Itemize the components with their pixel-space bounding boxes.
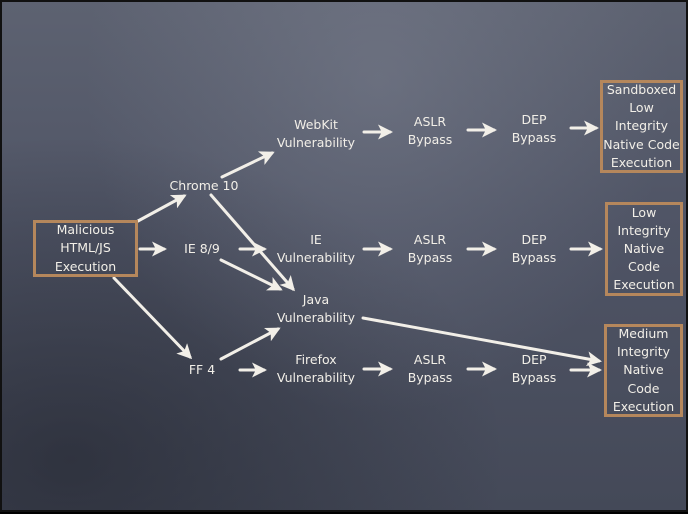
arrow-ff-to-java <box>219 327 281 361</box>
node-ie: IE 8/9 <box>184 241 220 256</box>
dep-2-line-1: DEP <box>521 232 547 247</box>
aslr-2-line-2: Bypass <box>407 250 453 265</box>
node-aslr-bypass-3: ASLR Bypass <box>408 351 453 387</box>
medium-line-4: Code <box>627 380 660 396</box>
low-line-4: Code <box>627 259 660 275</box>
java-vuln-line-1: Java <box>302 292 330 307</box>
node-ff: FF 4 <box>188 362 216 377</box>
outcome-medium-integrity: Medium Integrity Native Code Execution <box>604 324 683 417</box>
dep-1-line-2: Bypass <box>511 130 557 145</box>
low-line-3: Native <box>623 240 665 256</box>
java-vuln-line-2: Vulnerability <box>276 310 356 325</box>
aslr-2-line-1: ASLR <box>413 232 447 247</box>
webkit-vuln-line-2: Vulnerability <box>276 135 356 150</box>
low-line-2: Integrity <box>617 222 671 238</box>
sandboxed-line-3: Integrity <box>614 118 669 134</box>
sandboxed-line-5: Execution <box>610 154 673 170</box>
ie-vuln-line-1: IE <box>310 232 322 247</box>
low-line-5: Execution <box>613 277 675 293</box>
webkit-vuln-line-1: WebKit <box>294 117 338 132</box>
node-java-vuln: Java Vulnerability <box>277 291 355 327</box>
node-ie-vuln: IE Vulnerability <box>277 231 355 267</box>
sandboxed-line-2: Low <box>629 100 654 116</box>
medium-line-3: Native <box>623 362 664 378</box>
dep-2-line-2: Bypass <box>511 250 557 265</box>
arrow-ie-to-java <box>219 258 283 291</box>
medium-line-2: Integrity <box>616 344 671 360</box>
aslr-1-line-1: ASLR <box>413 114 447 129</box>
outcome-low-integrity: Low Integrity Native Code Execution <box>605 202 683 296</box>
sandboxed-line-4: Native Code <box>603 136 680 152</box>
firefox-vuln-line-1: Firefox <box>295 352 337 367</box>
node-dep-bypass-1: DEP Bypass <box>512 111 557 147</box>
medium-line-1: Medium <box>618 326 669 341</box>
medium-line-5: Execution <box>612 398 675 414</box>
node-dep-bypass-3: DEP Bypass <box>512 351 557 387</box>
dep-3-line-1: DEP <box>521 352 547 367</box>
node-aslr-bypass-2: ASLR Bypass <box>408 231 453 267</box>
node-webkit-vuln: WebKit Vulnerability <box>277 116 355 152</box>
arrow-java-to-medium <box>361 316 602 367</box>
node-aslr-bypass-1: ASLR Bypass <box>408 113 453 149</box>
aslr-3-line-2: Bypass <box>407 370 453 385</box>
start-line-1: Malicious <box>56 222 115 238</box>
node-firefox-vuln: Firefox Vulnerability <box>277 351 355 387</box>
start-line-3: Execution <box>54 258 117 274</box>
outcome-sandboxed-low-integrity: Sandboxed Low Integrity Native Code Exec… <box>600 80 683 173</box>
firefox-vuln-line-2: Vulnerability <box>276 370 356 385</box>
ie-vuln-line-2: Vulnerability <box>276 250 356 265</box>
dep-1-line-1: DEP <box>521 112 547 127</box>
aslr-1-line-2: Bypass <box>407 132 453 147</box>
start-line-2: HTML/JS <box>60 240 111 256</box>
dep-3-line-2: Bypass <box>511 370 557 385</box>
node-chrome: Chrome 10 <box>169 178 239 193</box>
low-line-1: Low <box>631 204 657 220</box>
arrow-chrome-to-webkit <box>220 151 275 179</box>
arrow-start-to-chrome <box>136 194 187 223</box>
start-box-malicious-html-js: Malicious HTML/JS Execution <box>33 220 138 277</box>
arrow-start-to-ff <box>112 276 193 360</box>
aslr-3-line-1: ASLR <box>413 352 447 367</box>
sandboxed-line-1: Sandboxed <box>606 82 677 97</box>
node-dep-bypass-2: DEP Bypass <box>512 231 557 267</box>
